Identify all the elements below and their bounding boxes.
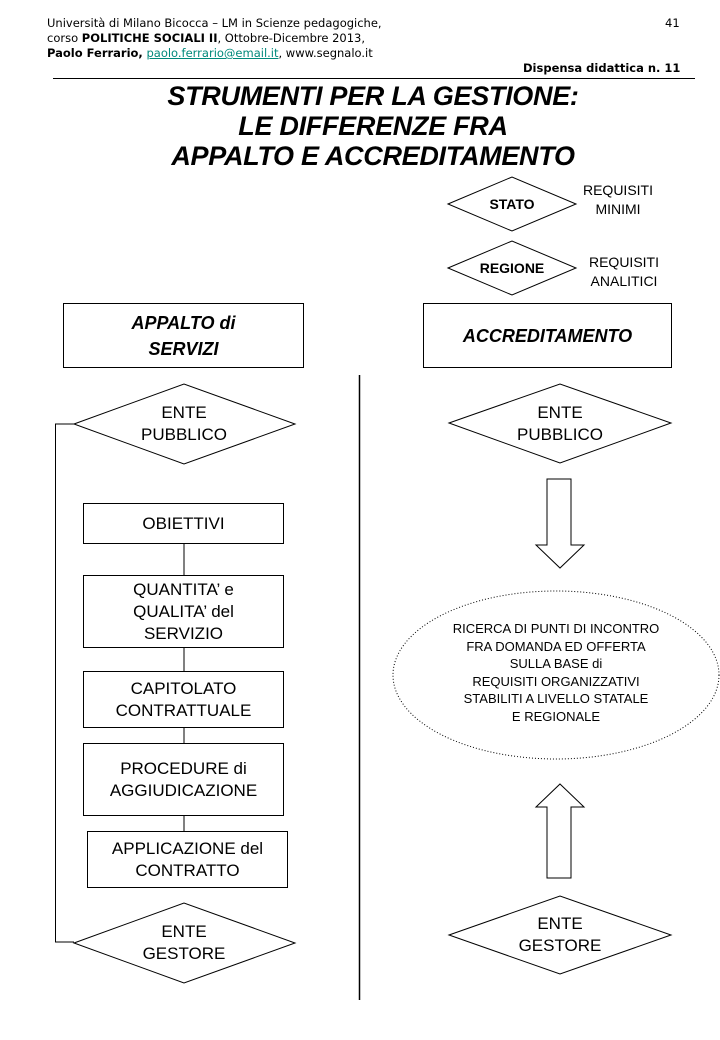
matching-oval bbox=[392, 590, 720, 760]
heading-line: SERVIZI bbox=[148, 338, 219, 359]
appalto-heading-box: APPALTO di SERVIZI bbox=[63, 303, 304, 368]
accreditamento-start-label: ENTE PUBBLICO bbox=[480, 402, 640, 446]
appalto-end-label: ENTE GESTORE bbox=[104, 921, 264, 965]
description-line: RICERCA DI PUNTI DI INCONTRO bbox=[452, 621, 660, 636]
appalto-start-label: ENTE PUBBLICO bbox=[104, 402, 264, 446]
label-line: ENTE bbox=[161, 403, 207, 422]
feedback-loop-line bbox=[55, 423, 74, 943]
accreditamento-heading: ACCREDITAMENTO bbox=[462, 325, 633, 346]
step-line: QUALITA’ del bbox=[133, 601, 234, 621]
description-line: SULLA BASE di bbox=[509, 656, 603, 672]
step-line: CONTRATTUALE bbox=[115, 700, 252, 720]
requirement-text: REQUISITI bbox=[588, 254, 659, 270]
step-line: AGGIUDICAZIONE bbox=[109, 780, 258, 800]
matching-description: RICERCA DI PUNTI DI INCONTRO FRA DOMANDA… bbox=[416, 620, 696, 726]
regione-label: REGIONE bbox=[479, 260, 545, 276]
heading-line: APPALTO di bbox=[131, 312, 236, 333]
step-label: CAPITOLATO CONTRATTUALE bbox=[116, 678, 252, 722]
title-line-2: LE DIFFERENZE FRA bbox=[238, 111, 508, 141]
requirement-text: REQUISITI bbox=[582, 182, 653, 198]
accreditamento-ente-gestore-diamond bbox=[447, 895, 673, 975]
arrow-down-icon bbox=[534, 478, 586, 569]
step-box-applicazione: APPLICAZIONE del CONTRATTO bbox=[87, 831, 288, 888]
author-name: Paolo Ferrario, bbox=[47, 46, 143, 60]
email-link[interactable]: paolo.ferrario@email.it bbox=[146, 46, 279, 60]
label-line: ENTE bbox=[161, 922, 207, 941]
step-line: PROCEDURE di bbox=[120, 758, 247, 778]
course-period: , Ottobre-Dicembre 2013, bbox=[217, 31, 366, 45]
requirement-text: ANALITICI bbox=[590, 273, 658, 289]
step-label: PROCEDURE di AGGIUDICAZIONE bbox=[110, 758, 257, 802]
step-line: SERVIZIO bbox=[143, 623, 224, 643]
accreditamento-heading-box: ACCREDITAMENTO bbox=[423, 303, 672, 368]
step-line: QUANTITA’ e bbox=[133, 579, 234, 599]
header-line-author: Paolo Ferrario, paolo.ferrario@email.it,… bbox=[47, 46, 487, 61]
requirement-text: MINIMI bbox=[595, 201, 641, 217]
label-line: ENTE bbox=[537, 403, 583, 422]
step-box-capitolato: CAPITOLATO CONTRATTUALE bbox=[83, 671, 284, 728]
appalto-ente-gestore-diamond bbox=[72, 902, 297, 984]
header-divider bbox=[53, 78, 695, 79]
step-label: QUANTITA’ e QUALITA’ del SERVIZIO bbox=[133, 579, 234, 645]
step-box-procedure: PROCEDURE di AGGIUDICAZIONE bbox=[83, 743, 284, 816]
label-line: PUBBLICO bbox=[141, 425, 227, 444]
stato-label: STATO bbox=[489, 196, 535, 212]
description-line: STABILITI A LIVELLO STATALE bbox=[463, 691, 649, 707]
accreditamento-ente-pubblico-diamond bbox=[447, 383, 673, 464]
description-line: FRA DOMANDA ED OFFERTA bbox=[466, 638, 646, 654]
regione-diamond bbox=[446, 240, 578, 296]
document-header: Università di Milano Bicocca – LM in Sci… bbox=[47, 16, 487, 61]
step-box-quantita-qualita: QUANTITA’ e QUALITA’ del SERVIZIO bbox=[83, 575, 284, 648]
appalto-ente-pubblico-diamond bbox=[72, 383, 297, 465]
stato-diamond bbox=[446, 176, 578, 232]
course-name: POLITICHE SOCIALI II bbox=[81, 31, 218, 45]
accreditamento-end-label: ENTE GESTORE bbox=[480, 913, 640, 957]
requisiti-minimi-label: REQUISITI MINIMI bbox=[570, 181, 666, 219]
title-line-3: APPALTO E ACCREDITAMENTO bbox=[171, 141, 575, 171]
label-line: ENTE bbox=[537, 914, 583, 933]
step-line: CONTRATTO bbox=[135, 860, 240, 880]
step-line: APPLICAZIONE del bbox=[111, 838, 264, 858]
label-line: GESTORE bbox=[518, 936, 602, 955]
label-line: PUBBLICO bbox=[517, 425, 603, 444]
website-text: , www.segnalo.it bbox=[278, 46, 373, 60]
description-line: REQUISITI ORGANIZZATIVI bbox=[472, 673, 640, 689]
handout-label: Dispensa didattica n. 11 bbox=[523, 61, 681, 75]
requisiti-analitici-label: REQUISITI ANALITICI bbox=[576, 253, 672, 291]
label-line: GESTORE bbox=[142, 944, 226, 963]
title-line-1: STRUMENTI PER LA GESTIONE: bbox=[167, 81, 579, 111]
page-number: 41 bbox=[665, 16, 680, 30]
step-box-obiettivi: OBIETTIVI bbox=[83, 503, 284, 544]
header-line-course: corso POLITICHE SOCIALI II, Ottobre-Dice… bbox=[47, 31, 487, 46]
step-label: OBIETTIVI bbox=[142, 513, 225, 533]
appalto-heading: APPALTO di SERVIZI bbox=[131, 310, 235, 362]
step-label: APPLICAZIONE del CONTRATTO bbox=[112, 838, 263, 882]
course-prefix: corso bbox=[47, 31, 82, 45]
step-line: CAPITOLATO bbox=[130, 678, 237, 698]
header-line-university: Università di Milano Bicocca – LM in Sci… bbox=[47, 16, 382, 30]
description-line: E REGIONALE bbox=[511, 708, 601, 724]
arrow-up-icon bbox=[534, 783, 586, 879]
